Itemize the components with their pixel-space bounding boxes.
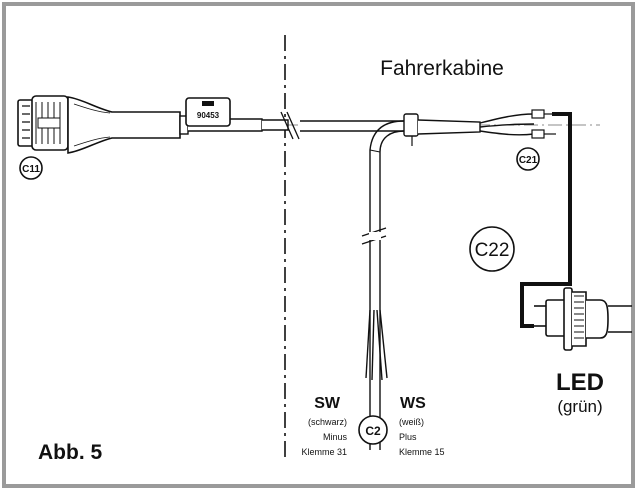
led-color-label: (grün)	[557, 397, 602, 416]
callout-c21: C21	[516, 147, 540, 171]
wire-sw-code: SW	[314, 395, 341, 412]
wire-ws-terminal: Klemme 15	[399, 447, 445, 457]
callout-c22-label: C22	[475, 240, 510, 261]
wire-ws-function: Plus	[399, 432, 417, 442]
wire-sw-terminal: Klemme 31	[301, 447, 347, 457]
part-number-label: 90453	[197, 111, 220, 120]
label-tag: 90453	[185, 97, 231, 127]
callout-c2-label: C2	[365, 424, 381, 438]
callout-c22: C22	[469, 226, 515, 272]
cable-clip	[403, 113, 419, 137]
wire-sw-color: (schwarz)	[308, 417, 347, 427]
wire-sw-function: Minus	[323, 432, 348, 442]
terminal-lower	[531, 129, 545, 139]
callout-c11: C11	[19, 156, 43, 180]
harness-main-cable	[262, 109, 552, 146]
callout-c2: C2	[358, 415, 388, 445]
wire-ws-description: WS (weiß) Plus Klemme 15	[399, 395, 445, 457]
led-label: LED	[556, 369, 604, 396]
wire-ws-code: WS	[400, 395, 426, 412]
wire-c22	[520, 112, 572, 328]
cable-break-mark	[280, 111, 294, 140]
wire-ws-color: (weiß)	[399, 417, 424, 427]
callout-c21-label: C21	[519, 155, 538, 166]
callout-c11-label: C11	[22, 164, 40, 175]
branch-cable-c2	[361, 120, 405, 450]
section-label-fahrerkabine: Fahrerkabine	[380, 57, 504, 80]
terminal-upper	[531, 109, 545, 119]
figure-label: Abb. 5	[38, 441, 102, 464]
connector-c11-plug	[17, 95, 263, 154]
wire-sw-description: SW (schwarz) Minus Klemme 31	[301, 395, 347, 457]
led-lamp-icon	[534, 287, 632, 351]
